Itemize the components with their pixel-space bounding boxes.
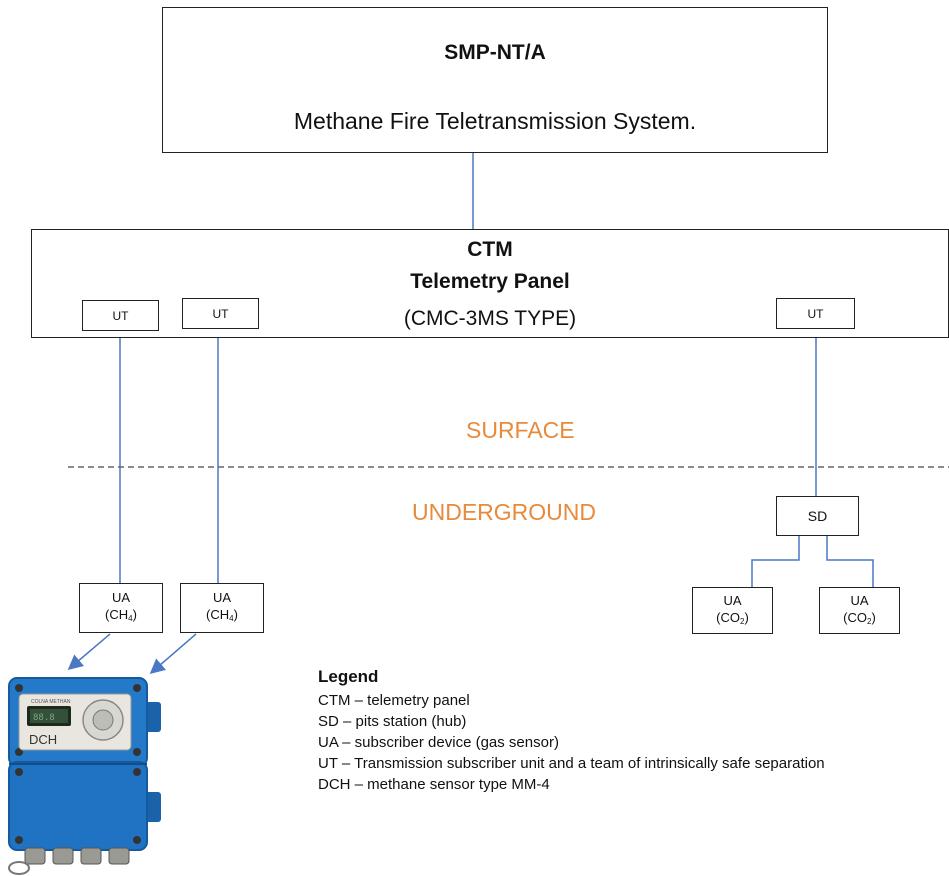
ut-box-2: UT — [182, 298, 259, 329]
ua-label: UA — [111, 590, 131, 605]
device-label: DCH — [29, 732, 57, 747]
legend-item: UA – subscriber device (gas sensor) — [318, 734, 559, 751]
ua-ch4-box-2: UA (CH4) — [180, 583, 264, 633]
smp-system-box: SMP-NT/A Methane Fire Teletransmission S… — [162, 7, 828, 153]
dch-sensor-device-image: COLNA METHAN 88.8 DCH — [8, 677, 161, 875]
ua-gas-label: (CH4) — [206, 607, 238, 623]
legend-item: UT – Transmission subscriber unit and a … — [318, 755, 825, 772]
ut-box-3: UT — [776, 298, 855, 329]
ua-gas-label: (CO2) — [716, 609, 749, 626]
ua-ch4-box-1: UA (CH4) — [79, 583, 163, 633]
ctm-title: CTM — [467, 238, 513, 261]
sd-ua4-connector — [826, 536, 874, 587]
ut-box-1: UT — [82, 300, 159, 331]
ua-gas-label: (CH4) — [105, 607, 137, 623]
sd-hub-box: SD — [776, 496, 859, 536]
svg-text:88.8: 88.8 — [33, 713, 55, 723]
ua-gas-label: (CO2) — [843, 609, 876, 626]
ua-co2-box-2: UA (CO2) — [819, 587, 900, 634]
ua-label: UA — [723, 592, 742, 608]
ua-co2-box-1: UA (CO2) — [692, 587, 773, 634]
ut-label: UT — [212, 306, 229, 321]
sd-label: SD — [807, 508, 828, 524]
legend-item: CTM – telemetry panel — [318, 692, 470, 709]
ua-label: UA — [850, 592, 869, 608]
ua2-device-arrow — [149, 633, 197, 674]
smp-title: SMP-NT/A — [444, 41, 546, 64]
sd-ua3-connector — [751, 536, 800, 587]
ua1-device-arrow — [67, 633, 111, 670]
ut-label: UT — [112, 308, 129, 323]
ua-label: UA — [212, 590, 232, 605]
legend-title: Legend — [318, 667, 379, 686]
device-brand: COLNA METHAN — [31, 699, 71, 705]
underground-label: UNDERGROUND — [412, 499, 596, 525]
legend-item: DCH – methane sensor type MM-4 — [318, 776, 550, 793]
smp-subtitle: Methane Fire Teletransmission System. — [293, 108, 697, 134]
ut-label: UT — [807, 306, 824, 321]
surface-label: SURFACE — [466, 417, 575, 443]
ctm-type: (CMC-3MS TYPE) — [403, 307, 577, 330]
legend: Legend CTM – telemetry panel SD – pits s… — [318, 666, 825, 795]
legend-item: SD – pits station (hub) — [318, 713, 467, 730]
ctm-subtitle: Telemetry Panel — [410, 270, 570, 293]
